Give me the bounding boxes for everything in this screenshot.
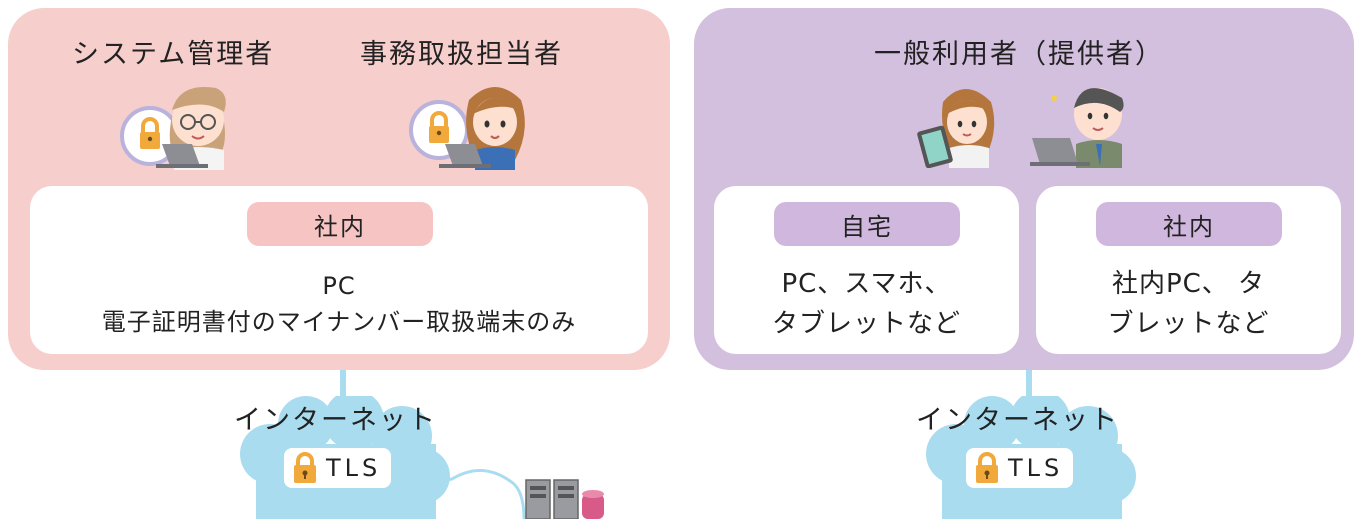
tablet-user-icon: [917, 89, 995, 168]
admin-person-icon: [120, 86, 226, 170]
padlock-icon: [294, 452, 316, 483]
role-general-user: 一般利用者（提供者）: [874, 39, 1164, 70]
home-devices-line2: タブレットなど: [771, 309, 961, 339]
role-system-admin: システム管理者: [72, 39, 275, 70]
internet-label: インターネット: [234, 405, 437, 436]
office-devices-line2: ブレットなど: [1107, 309, 1270, 339]
home-devices-line1: PC、スマホ、: [781, 269, 952, 299]
role-clerk: 事務取扱担当者: [360, 39, 563, 70]
internet-label-right: インターネット: [916, 405, 1119, 436]
device-type: PC: [322, 272, 356, 300]
laptop-user-icon: [1030, 88, 1124, 168]
office-devices-line1: 社内PC、 タ: [1111, 269, 1266, 299]
connection-line: [340, 370, 346, 404]
padlock-icon: [976, 452, 998, 483]
tls-label: TLS: [326, 454, 382, 482]
device-restriction: 電子証明書付のマイナンバー取扱端末のみ: [101, 308, 577, 336]
datacenter-cloud-icon: [410, 469, 526, 519]
connection-line-right: [1026, 370, 1032, 404]
location-tag-office-user: 社内: [1096, 202, 1282, 246]
tls-label-right: TLS: [1008, 454, 1064, 482]
location-tag-home: 自宅: [774, 202, 960, 246]
staff-person-icon: [409, 87, 525, 170]
location-tag-office: 社内: [247, 202, 433, 246]
cloud-icon: [240, 396, 450, 519]
connection-line-lower: [340, 500, 346, 519]
tls-badge: TLS: [284, 448, 392, 488]
server-icon: [525, 479, 604, 519]
connection-line-right-lower: [1026, 500, 1032, 519]
tls-badge-right: TLS: [966, 448, 1074, 488]
